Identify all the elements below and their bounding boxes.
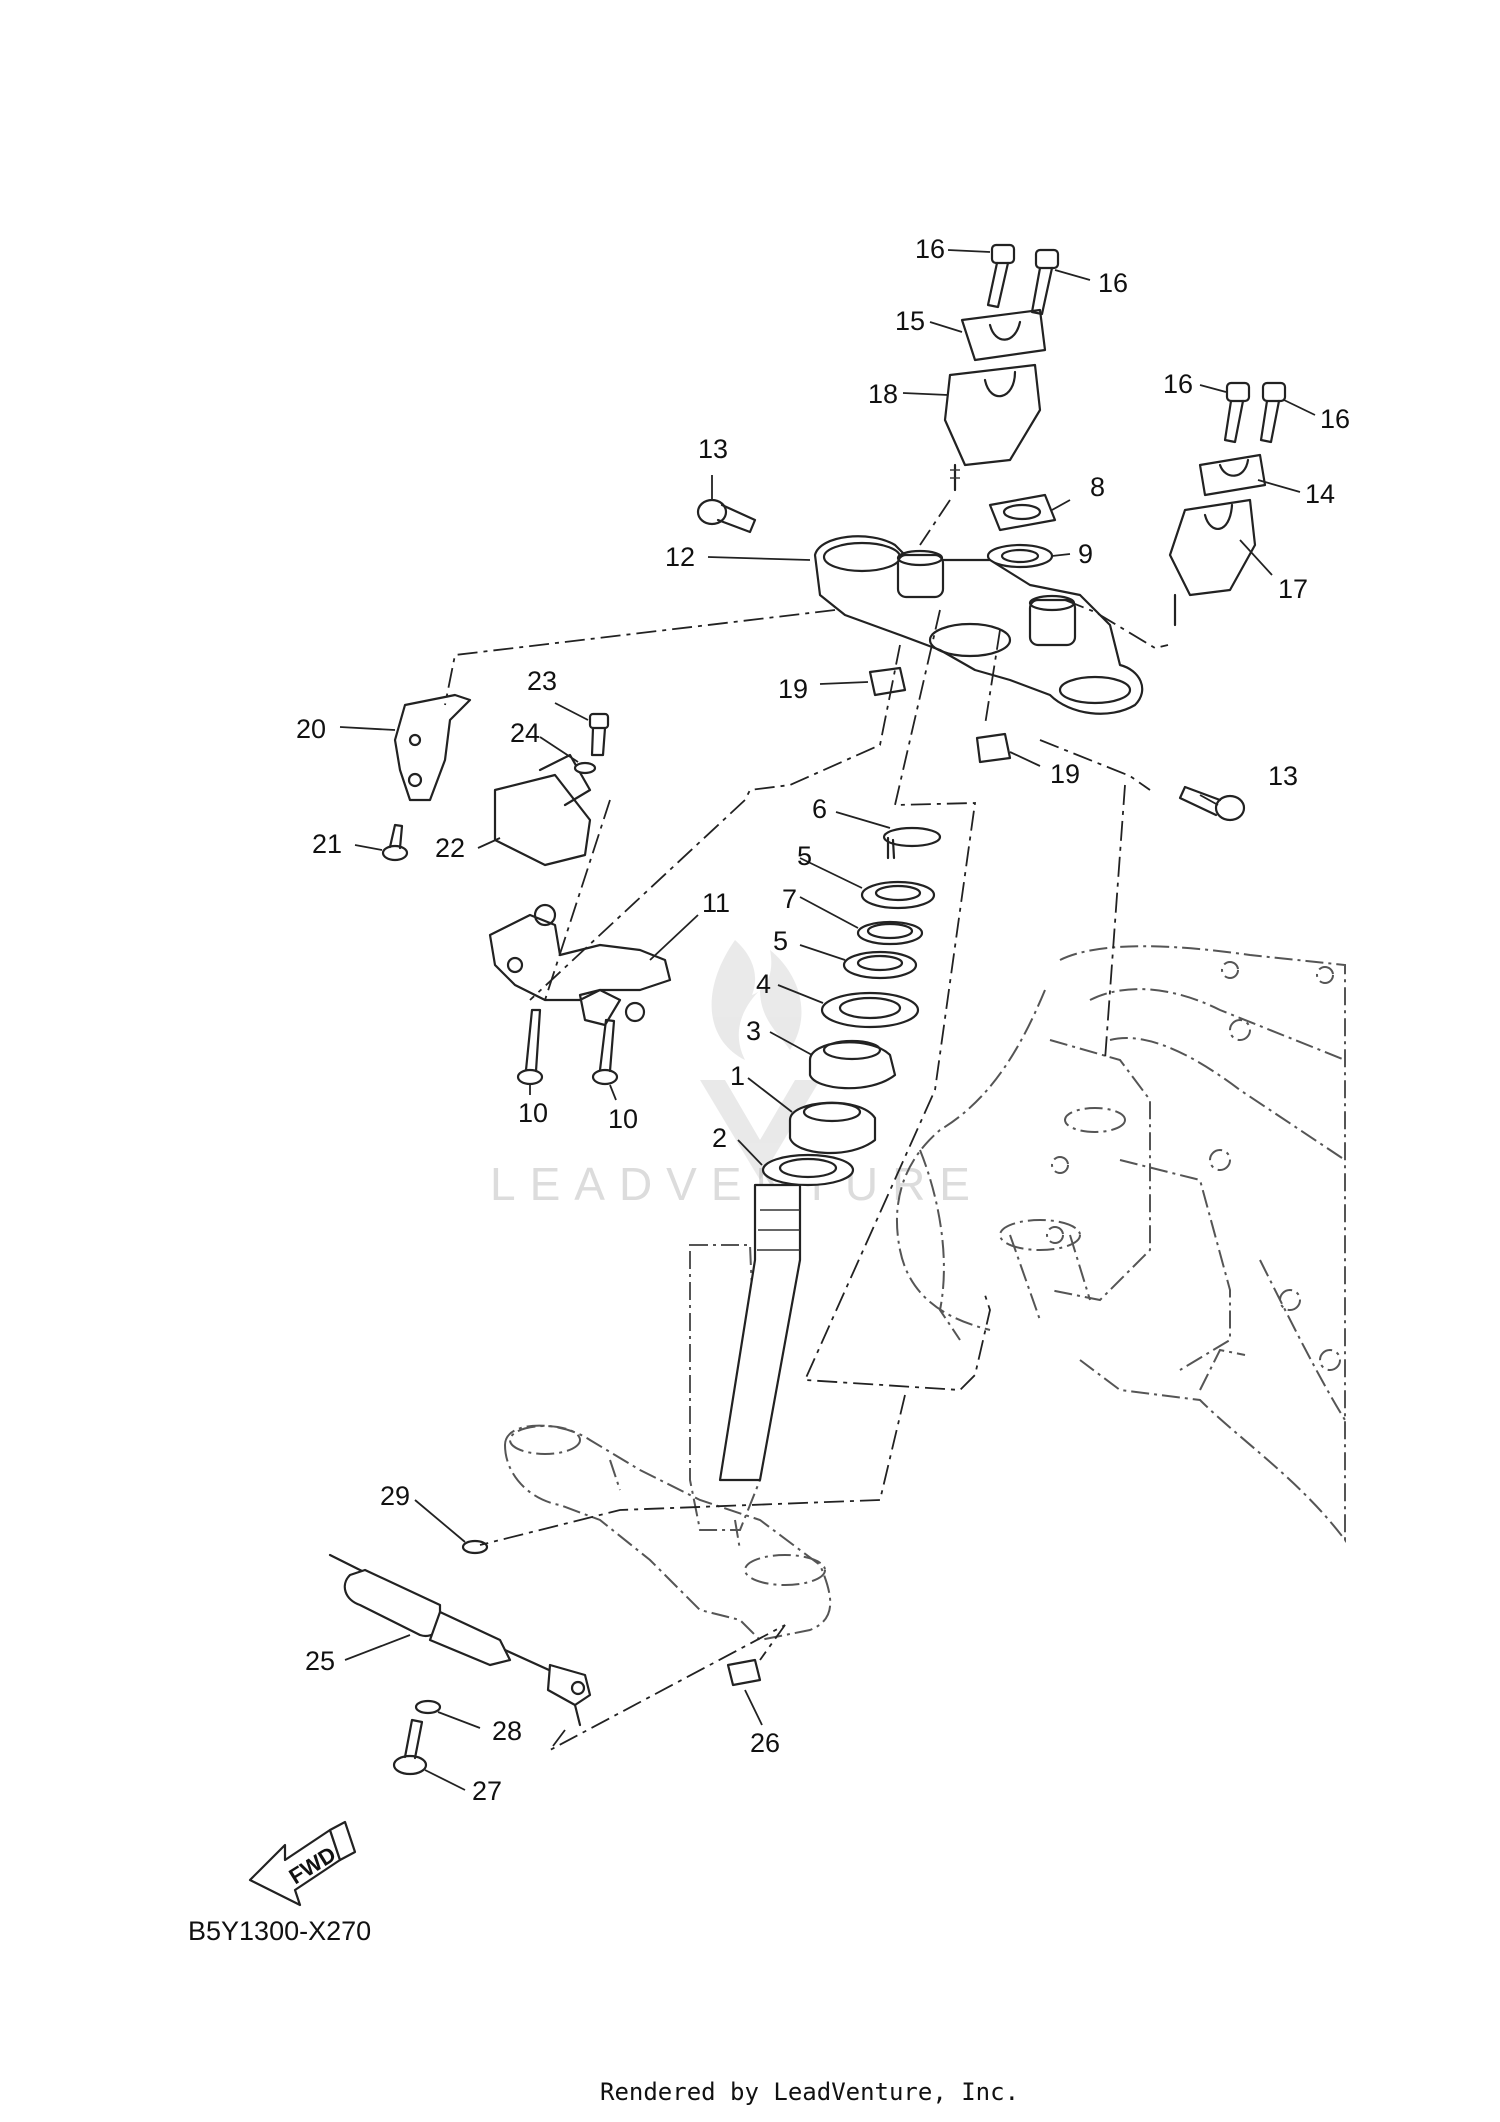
- screw-23: [588, 712, 610, 757]
- lock-washer-6: [882, 826, 942, 860]
- credit-text: Rendered by LeadVenture, Inc.: [600, 2078, 1019, 2106]
- callout-26: 26: [750, 1728, 780, 1758]
- part-code: B5Y1300-X270: [188, 1916, 371, 1946]
- callout-12: 12: [665, 542, 695, 572]
- callout-21: 21: [312, 829, 342, 859]
- callout-19-a: 19: [778, 674, 808, 704]
- callout-9: 9: [1078, 539, 1093, 569]
- callout-1: 1: [730, 1061, 745, 1091]
- fwd-arrow-icon: FWD: [248, 1820, 357, 1907]
- ring-nut-5b: [842, 950, 918, 980]
- bolt-27: [392, 1718, 428, 1776]
- bolt-16-a: [986, 243, 1016, 309]
- screw-10-b: [591, 1018, 619, 1086]
- callout-27: 27: [472, 1776, 502, 1806]
- bracket-20: [393, 693, 472, 802]
- callout-3: 3: [746, 1016, 761, 1046]
- callout-23: 23: [527, 666, 557, 696]
- nut-26: [726, 1658, 762, 1687]
- handlebar-holder-lower-right: [1168, 498, 1257, 627]
- holder-22: [493, 753, 592, 867]
- callout-15: 15: [895, 306, 925, 336]
- washer-9: [986, 543, 1054, 569]
- callout-11: 11: [702, 888, 730, 918]
- callout-13-a: 13: [698, 434, 728, 464]
- frame-ghost: [896, 945, 1346, 1543]
- assembly-lines: [444, 499, 1169, 1751]
- handlebar-holder-upper-left: [960, 308, 1047, 362]
- watermark-text: LEADVENTURE: [490, 1158, 984, 1210]
- callout-4: 4: [756, 969, 771, 999]
- callout-28: 28: [492, 1716, 522, 1746]
- callout-16-b: 16: [1098, 268, 1128, 298]
- callout-8: 8: [1090, 472, 1105, 502]
- callout-20: 20: [296, 714, 326, 744]
- rubber-washer-7: [856, 920, 924, 946]
- callout-19-b: 19: [1050, 759, 1080, 789]
- callout-6: 6: [812, 794, 827, 824]
- handlebar-holder-upper-right: [1198, 453, 1267, 497]
- bolt-13-b: [1178, 785, 1246, 822]
- bracket-11: [488, 903, 672, 1027]
- callout-18: 18: [868, 379, 898, 409]
- ring-nut-5a: [860, 880, 936, 910]
- bearing-1: [788, 1101, 877, 1155]
- callout-13-b: 13: [1268, 761, 1298, 791]
- callout-10-a: 10: [518, 1098, 548, 1128]
- callout-22: 22: [435, 833, 465, 863]
- nut-19-a: [868, 666, 907, 697]
- callout-16-a: 16: [915, 234, 945, 264]
- callout-5-b: 5: [773, 926, 788, 956]
- washer-24: [573, 761, 597, 775]
- callout-16-d: 16: [1320, 404, 1350, 434]
- screw-21: [381, 823, 409, 862]
- watermark-logo: [700, 940, 820, 1180]
- lower-bracket-ghost: [503, 1244, 832, 1642]
- steering-nut: [988, 493, 1057, 532]
- handlebar-holder-lower-left: [943, 363, 1042, 492]
- upper-bracket: [813, 535, 1144, 715]
- callout-10-b: 10: [608, 1104, 638, 1134]
- callout-5-a: 5: [797, 841, 812, 871]
- bolt-13-a: [696, 498, 757, 534]
- callout-17: 17: [1278, 574, 1308, 604]
- callout-24: 24: [510, 718, 540, 748]
- bolt-16-b: [1030, 248, 1060, 316]
- nut-19-b: [975, 732, 1012, 764]
- callout-25: 25: [305, 1646, 335, 1676]
- steering-damper: [328, 1553, 592, 1727]
- washer-28: [414, 1699, 442, 1715]
- callout-29: 29: [380, 1481, 410, 1511]
- seal-2: [761, 1153, 855, 1187]
- leader-lines: [339, 249, 1316, 1791]
- bolt-16-d: [1259, 381, 1287, 444]
- steering-stem: [718, 1183, 802, 1482]
- washer-29: [461, 1539, 489, 1555]
- screw-10-a: [516, 1008, 544, 1086]
- bearing-3: [808, 1039, 897, 1090]
- cover-4: [820, 991, 920, 1029]
- bolt-16-c: [1223, 381, 1251, 444]
- callout-7: 7: [782, 884, 797, 914]
- callout-2: 2: [712, 1123, 727, 1153]
- callout-16-c: 16: [1163, 369, 1193, 399]
- callout-14: 14: [1305, 479, 1335, 509]
- callouts: 16 16 16 16 15 18 14 17 13 13 12 8 9 19 …: [296, 234, 1350, 1806]
